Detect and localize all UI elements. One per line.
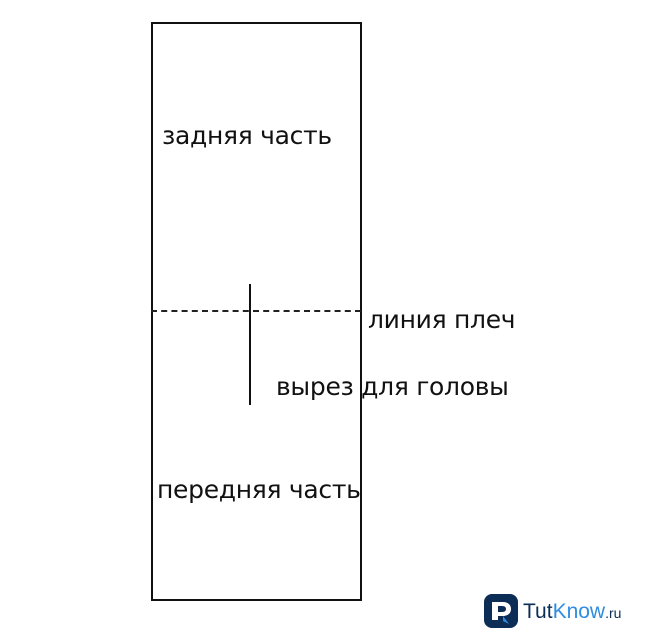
tutknow-logo-icon	[484, 594, 518, 628]
tutknow-watermark: TutKnow.ru	[483, 592, 621, 630]
neck-cutout-label: вырез для головы	[276, 372, 509, 401]
shoulder-line	[151, 310, 361, 312]
shoulder-line-label: линия плеч	[368, 305, 516, 334]
wordmark-tld: .ru	[605, 604, 622, 621]
tutknow-wordmark: TutKnow.ru	[523, 601, 621, 622]
front-part-label: передняя часть	[157, 475, 361, 504]
wordmark-tut: Tut	[523, 599, 553, 623]
neck-cutout-line	[249, 284, 251, 405]
wordmark-know: Know	[552, 599, 606, 623]
back-part-label: задняя часть	[162, 121, 332, 150]
